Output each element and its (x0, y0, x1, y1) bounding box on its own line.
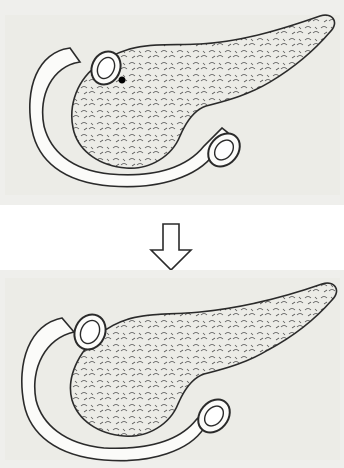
lesion-dot-marker (119, 77, 126, 84)
down-arrow-icon (147, 222, 195, 274)
panel-after (0, 270, 344, 468)
pancreas-before-illustration (0, 0, 344, 205)
pancreas-after-illustration (0, 270, 344, 468)
panel-before (0, 0, 344, 205)
